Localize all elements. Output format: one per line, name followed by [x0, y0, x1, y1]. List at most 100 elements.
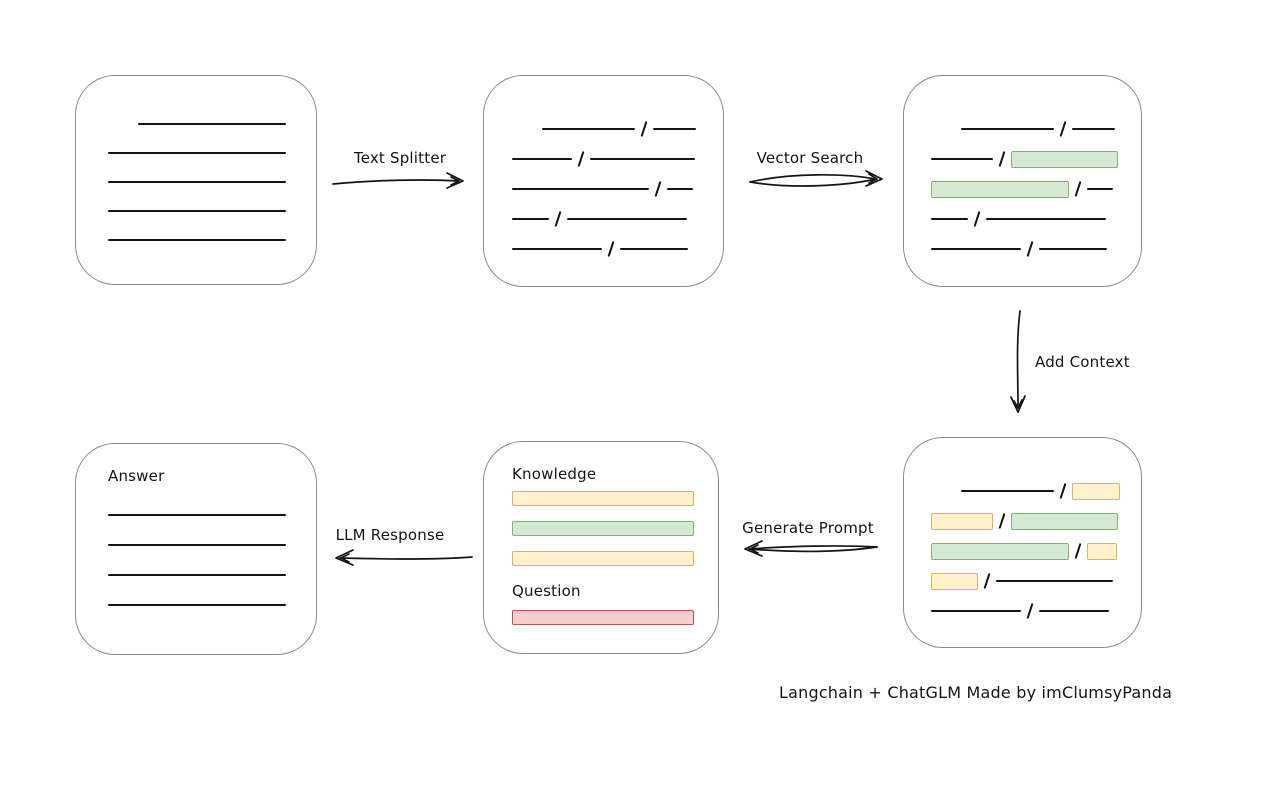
slash-mark: [1059, 483, 1067, 499]
text-splitter-label: Text Splitter: [353, 149, 447, 167]
text-line: [512, 218, 549, 220]
knowledge-label: Knowledge: [512, 465, 597, 483]
vector-search-label: Vector Search: [756, 149, 864, 167]
green-bar: [512, 521, 694, 536]
chunk-row: [904, 566, 1141, 596]
slash-mark: [654, 181, 662, 197]
text-line: [653, 128, 697, 130]
text-line: [667, 188, 694, 190]
yellow-bar: [512, 551, 694, 566]
source-document-box: [75, 75, 317, 285]
caption: Langchain + ChatGLM Made by imClumsyPand…: [779, 683, 1173, 702]
chunk-row: [904, 506, 1141, 536]
text-line: [931, 248, 1021, 250]
text-line: [542, 128, 635, 130]
text-line: [108, 238, 286, 241]
chunk-row: [904, 596, 1141, 626]
text-line: [108, 209, 286, 212]
chunk-row: [904, 114, 1141, 144]
chunk-row: [484, 114, 723, 144]
chunk-row: [904, 204, 1141, 234]
chunk-row: [904, 476, 1141, 506]
yellow-chunk: [1072, 482, 1121, 500]
text-line: [931, 158, 993, 160]
green-chunk: [1011, 150, 1119, 168]
chunk-row: [484, 174, 723, 204]
text-line: [138, 122, 286, 125]
slash-mark: [983, 573, 991, 589]
slash-mark: [1026, 603, 1034, 619]
slash-mark: [1026, 241, 1034, 257]
knowledge-bars: [512, 491, 718, 566]
text-splitter-arrow: [332, 172, 464, 189]
add-context-arrow: [1010, 310, 1026, 413]
add-context-label: Add Context: [1035, 353, 1130, 371]
text-line: [108, 180, 286, 183]
chunk-row: [904, 144, 1141, 174]
red-bar: [512, 610, 694, 625]
matched-chunks-box: [903, 75, 1142, 287]
green-chunk: [931, 180, 1069, 198]
text-line: [620, 248, 689, 250]
green-chunk: [931, 542, 1069, 560]
text-line: [590, 158, 696, 160]
context-chunks-box: [903, 437, 1142, 648]
chunk-row: [904, 234, 1141, 264]
answer-label: Answer: [108, 467, 165, 485]
text-line: [512, 158, 572, 160]
slash-mark: [1059, 121, 1067, 137]
answer-line-row: [108, 500, 316, 530]
text-line: [108, 604, 286, 606]
text-line: [1039, 248, 1108, 250]
slash-mark: [998, 513, 1006, 529]
slash-mark: [998, 151, 1006, 167]
slash-mark: [577, 151, 585, 167]
text-line: [108, 514, 286, 516]
yellow-chunk: [931, 572, 978, 590]
chunk-row: [76, 109, 316, 138]
chunk-row: [76, 196, 316, 225]
text-line: [1087, 188, 1114, 190]
answer-line-row: [108, 530, 316, 560]
text-line: [961, 490, 1054, 492]
vector-search-arrow: [749, 170, 883, 187]
chunk-row: [484, 234, 723, 264]
green-chunk: [1011, 512, 1119, 530]
text-line: [512, 188, 649, 190]
text-line: [108, 544, 286, 546]
text-line: [961, 128, 1054, 130]
chunk-row: [484, 204, 723, 234]
llm-response-label: LLM Response: [335, 526, 445, 544]
text-line: [1039, 610, 1110, 612]
answer-line-row: [108, 560, 316, 590]
llm-response-arrow: [335, 549, 473, 566]
chunk-row: [484, 144, 723, 174]
yellow-bar: [512, 491, 694, 506]
answer-box: Answer: [75, 443, 317, 655]
split-chunks-box: [483, 75, 724, 287]
slash-mark: [607, 241, 615, 257]
text-line: [1072, 128, 1116, 130]
chunk-row: [76, 167, 316, 196]
answer-lines: [108, 500, 316, 620]
generate-prompt-arrow: [744, 540, 878, 557]
text-line: [108, 574, 286, 576]
slash-mark: [1074, 181, 1082, 197]
answer-line-row: [108, 590, 316, 620]
question-bars: [512, 610, 718, 625]
text-line: [931, 218, 968, 220]
slash-mark: [973, 211, 981, 227]
text-line: [931, 610, 1021, 612]
prompt-box: Knowledge Question: [483, 441, 719, 654]
yellow-chunk: [931, 512, 993, 530]
text-line: [512, 248, 602, 250]
chunk-row: [904, 174, 1141, 204]
text-line: [996, 580, 1114, 582]
slash-mark: [1074, 543, 1082, 559]
generate-prompt-label: Generate Prompt: [742, 519, 874, 537]
chunk-row: [76, 138, 316, 167]
text-line: [986, 218, 1107, 220]
text-line: [567, 218, 688, 220]
chunk-row: [904, 536, 1141, 566]
text-line: [108, 151, 286, 154]
